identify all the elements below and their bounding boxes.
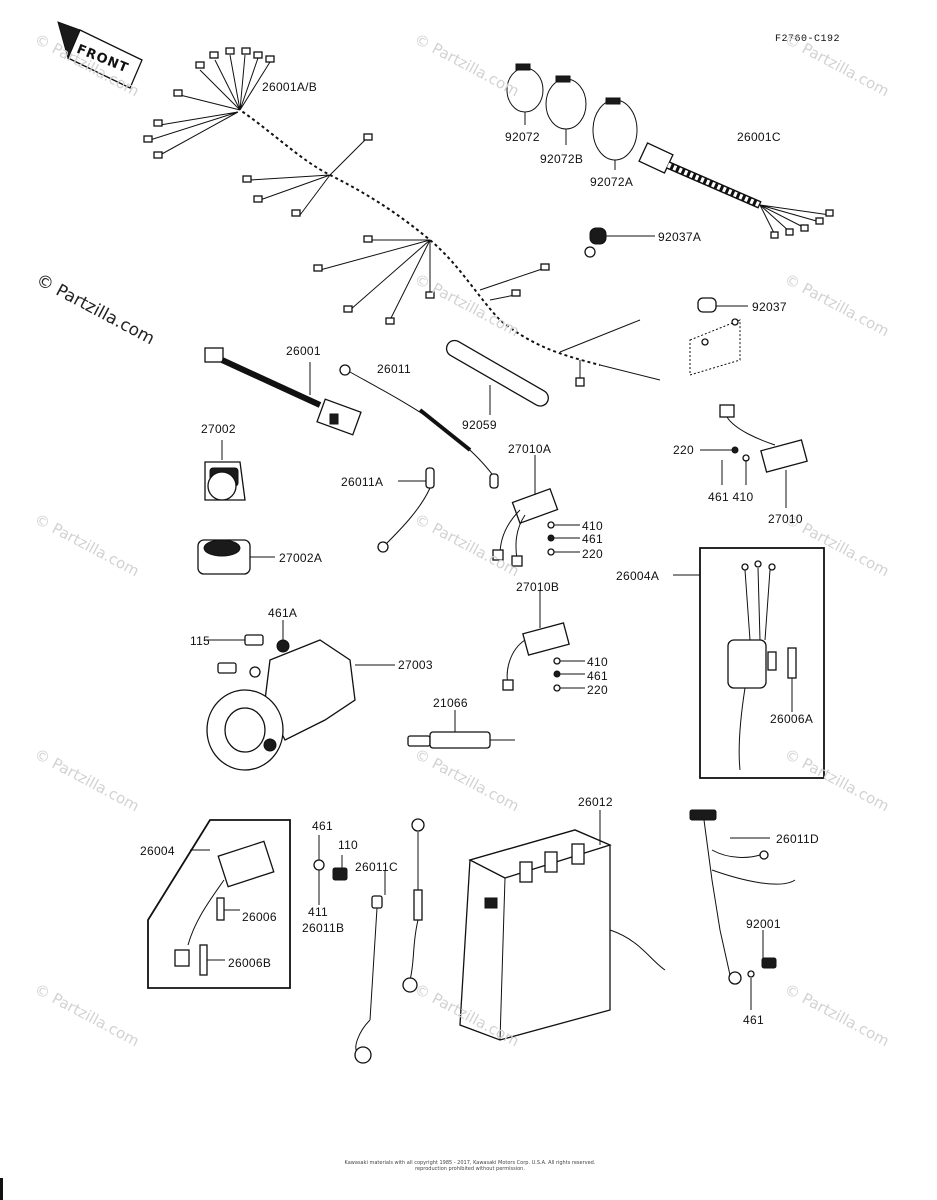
clamp-92037 bbox=[689, 297, 748, 376]
callout-461-410: 461 410 bbox=[708, 490, 754, 504]
callout-27002a: 27002A bbox=[279, 551, 323, 565]
copyright-line-1: Kawasaki materials with all copyright 19… bbox=[344, 1160, 596, 1166]
callout-26006: 26006 bbox=[242, 910, 277, 924]
callout-92001: 92001 bbox=[746, 917, 781, 931]
leads-26011c-26011b bbox=[354, 818, 425, 1064]
callout-26006a: 26006A bbox=[770, 712, 814, 726]
callout-220-27010a: 220 bbox=[582, 547, 603, 561]
ground-lead-26011 bbox=[339, 364, 499, 489]
callout-92037: 92037 bbox=[752, 300, 787, 314]
callout-110: 110 bbox=[338, 838, 359, 852]
part-27010a bbox=[492, 455, 580, 567]
callout-26001ab: 26001A/B bbox=[262, 80, 318, 94]
callout-115: 115 bbox=[190, 634, 211, 648]
callout-461-bottom: 461 bbox=[743, 1013, 764, 1027]
horn-27003 bbox=[205, 620, 395, 771]
callout-27010a: 27010A bbox=[508, 442, 552, 456]
callout-92072b: 92072B bbox=[540, 152, 584, 166]
battery-26012 bbox=[459, 810, 666, 1041]
diagram-code: F2760-C192 bbox=[775, 34, 841, 45]
front-arrow-icon bbox=[57, 21, 143, 89]
band-92072a bbox=[592, 99, 638, 161]
relay-27002a bbox=[197, 539, 275, 575]
callout-92037a: 92037A bbox=[658, 230, 702, 244]
callout-461-27010b: 461 bbox=[587, 669, 608, 683]
callout-461a: 461A bbox=[268, 606, 298, 620]
main-wire-harness bbox=[143, 47, 661, 387]
clamp-92037a bbox=[584, 227, 655, 258]
callout-26004a: 26004A bbox=[616, 569, 660, 583]
callout-26011c: 26011C bbox=[355, 860, 398, 874]
callout-26011d: 26011D bbox=[776, 832, 819, 846]
relay-27002 bbox=[204, 440, 246, 501]
tube-92059 bbox=[445, 339, 549, 415]
callout-220-27010: 220 bbox=[673, 443, 694, 457]
ignition-coil-26004a bbox=[673, 547, 825, 779]
callout-92059: 92059 bbox=[462, 418, 497, 432]
sub-harness-26001c bbox=[638, 142, 834, 239]
callout-410-27010a: 410 bbox=[582, 519, 603, 533]
band-92072b bbox=[545, 78, 587, 130]
copyright-line-2: reproduction prohibited without permissi… bbox=[415, 1166, 525, 1172]
lead-26011d bbox=[689, 809, 796, 1010]
callout-26012: 26012 bbox=[578, 795, 613, 809]
part-27010 bbox=[700, 404, 808, 508]
callout-27010: 27010 bbox=[768, 512, 803, 526]
callout-461-27010a: 461 bbox=[582, 532, 603, 546]
callout-411: 411 bbox=[308, 905, 329, 919]
callout-26001c: 26001C bbox=[737, 130, 781, 144]
part-21066 bbox=[407, 710, 515, 749]
lead-26011a bbox=[377, 467, 435, 553]
fasteners-461-110-411 bbox=[313, 835, 348, 905]
callout-220-27010b: 220 bbox=[587, 683, 608, 697]
callout-27010b: 27010B bbox=[516, 580, 560, 594]
callout-410-27010b: 410 bbox=[587, 655, 608, 669]
ignition-coil-26004 bbox=[147, 819, 291, 989]
callout-26004: 26004 bbox=[140, 844, 175, 858]
callout-92072: 92072 bbox=[505, 130, 540, 144]
callout-27003: 27003 bbox=[398, 658, 433, 672]
callout-461-fastener: 461 bbox=[312, 819, 333, 833]
callout-21066: 21066 bbox=[433, 696, 468, 710]
harness-26001 bbox=[204, 347, 362, 436]
callout-26006b: 26006B bbox=[228, 956, 272, 970]
part-27010b bbox=[502, 590, 585, 692]
callout-26011a: 26011A bbox=[341, 475, 384, 489]
callout-26011b: 26011B bbox=[302, 921, 345, 935]
edge-marker bbox=[0, 1178, 3, 1200]
callout-92072a: 92072A bbox=[590, 175, 634, 189]
callout-26011: 26011 bbox=[377, 362, 411, 376]
callout-27002: 27002 bbox=[201, 422, 236, 436]
copyright-footer: Kawasaki materials with all copyright 19… bbox=[300, 1160, 640, 1172]
callout-26001: 26001 bbox=[286, 344, 321, 358]
